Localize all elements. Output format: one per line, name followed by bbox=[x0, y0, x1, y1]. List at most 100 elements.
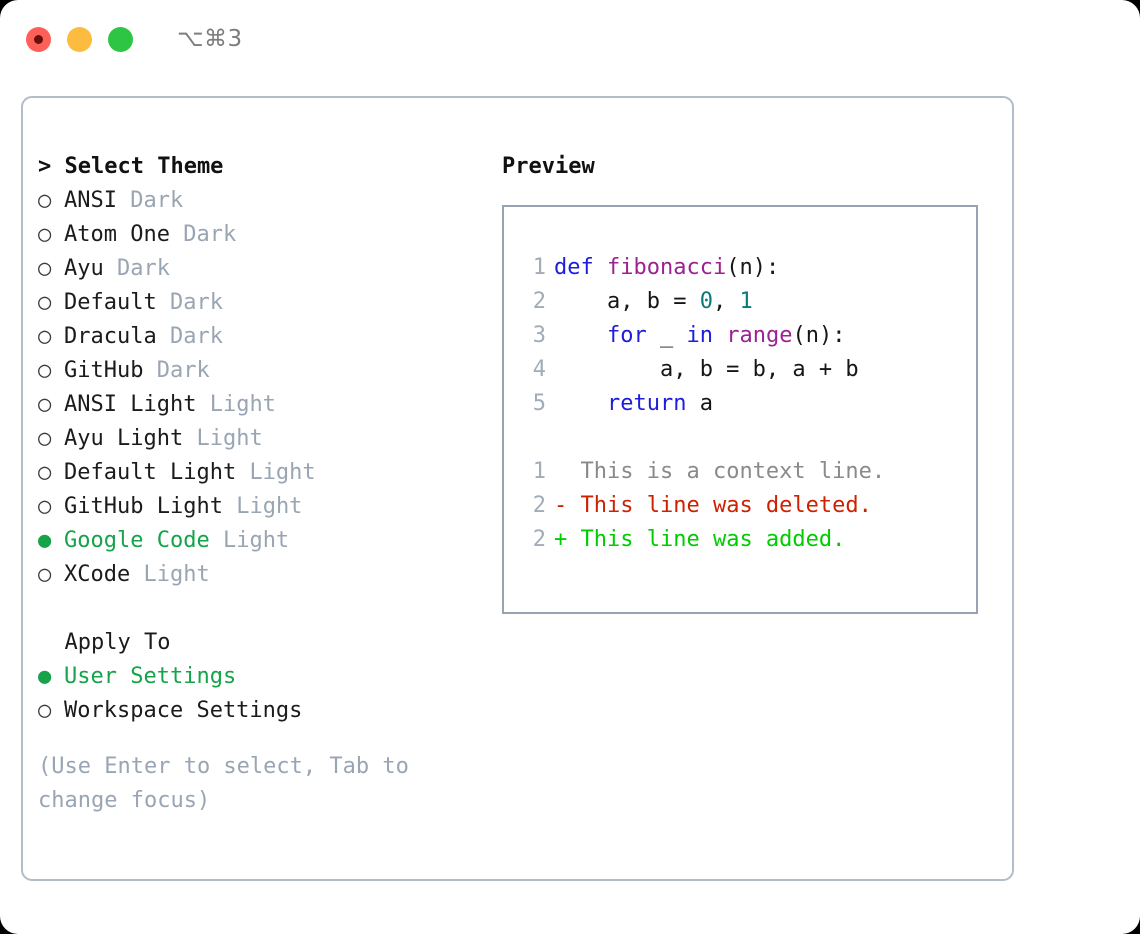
radio-unselected-icon[interactable]: ○ bbox=[38, 460, 52, 485]
apply-to-label: User Settings bbox=[64, 664, 237, 689]
code-line: 3 for _ in range(n): bbox=[518, 319, 976, 353]
theme-name-label: Ayu bbox=[64, 256, 104, 281]
line-number: 2 bbox=[532, 493, 546, 518]
diff-text: This line was deleted. bbox=[580, 493, 872, 518]
theme-variant-label: Light bbox=[209, 392, 276, 417]
code-token: fibonacci bbox=[606, 255, 727, 280]
theme-list-item[interactable]: ○ Ayu Dark bbox=[38, 252, 498, 286]
apply-to-label: Workspace Settings bbox=[64, 698, 303, 723]
line-number: 5 bbox=[532, 391, 546, 416]
radio-unselected-icon[interactable]: ○ bbox=[38, 426, 52, 451]
theme-list-item[interactable]: ○ ANSI Dark bbox=[38, 184, 498, 218]
theme-name-label: ANSI bbox=[64, 188, 117, 213]
keyboard-shortcut-label: ⌥⌘3 bbox=[177, 26, 243, 52]
theme-list-item[interactable]: ○ XCode Light bbox=[38, 558, 498, 592]
radio-unselected-icon[interactable]: ○ bbox=[38, 392, 52, 417]
theme-name-label: ANSI Light bbox=[64, 392, 197, 417]
apply-to-item[interactable]: ● User Settings bbox=[38, 660, 498, 694]
theme-name-label: Dracula bbox=[64, 324, 157, 349]
theme-variant-label: Light bbox=[249, 460, 316, 485]
code-token: , bbox=[712, 289, 740, 314]
apply-to-header: Apply To bbox=[38, 630, 171, 655]
theme-list-item[interactable]: ○ GitHub Light Light bbox=[38, 490, 498, 524]
code-token bbox=[554, 323, 607, 348]
theme-variant-label: Dark bbox=[169, 324, 223, 349]
radio-unselected-icon[interactable]: ○ bbox=[38, 188, 52, 213]
radio-unselected-icon[interactable]: ○ bbox=[38, 698, 52, 723]
theme-list-item[interactable]: ● Google Code Light bbox=[38, 524, 498, 558]
radio-unselected-icon[interactable]: ○ bbox=[38, 358, 52, 383]
line-number: 2 bbox=[532, 289, 546, 314]
radio-unselected-icon[interactable]: ○ bbox=[38, 222, 52, 247]
theme-name-label: XCode bbox=[64, 562, 131, 587]
theme-name-label: Default bbox=[64, 290, 157, 315]
theme-name-label: Ayu Light bbox=[64, 426, 184, 451]
line-number: 4 bbox=[532, 357, 546, 382]
theme-list-item[interactable]: ○Ayu Light Light bbox=[38, 422, 498, 456]
theme-name-label: Atom One bbox=[64, 222, 170, 247]
theme-selector-panel: > Select Theme ○ANSI Dark○Atom One Dark○… bbox=[21, 96, 1014, 881]
code-token: a, b = b, a + b bbox=[554, 357, 859, 382]
theme-variant-label: Dark bbox=[130, 188, 184, 213]
code-token: for bbox=[606, 323, 647, 348]
theme-variant-label: Dark bbox=[156, 358, 210, 383]
code-token: 0 bbox=[699, 289, 713, 314]
code-sample: 1 def fibonacci(n): 2 a, b = 0, 1 3 for _ i… bbox=[518, 251, 976, 421]
code-token: a, b = bbox=[554, 289, 700, 314]
theme-variant-label: Light bbox=[143, 562, 210, 587]
theme-variant-label: Light bbox=[236, 494, 303, 519]
diff-text: This is a context line. bbox=[580, 459, 886, 484]
theme-list-item[interactable]: ○ Default Dark bbox=[38, 286, 498, 320]
line-number: 1 bbox=[532, 255, 546, 280]
apply-to-item[interactable]: ○ Workspace Settings bbox=[38, 694, 498, 728]
theme-name-label: Default Light bbox=[64, 460, 237, 485]
maximize-button-icon[interactable] bbox=[108, 26, 133, 52]
theme-list[interactable]: ○ ANSI Dark ○ Atom One Dark ○ Ayu Dark ○ Defaul… bbox=[38, 184, 498, 592]
theme-list-item[interactable]: ○ Dracula Dark bbox=[38, 320, 498, 354]
radio-unselected-icon[interactable]: ○ bbox=[38, 256, 52, 281]
code-token: def bbox=[554, 255, 607, 280]
theme-variant-label: Dark bbox=[169, 290, 223, 315]
line-number: 1 bbox=[532, 459, 546, 484]
radio-unselected-icon[interactable]: ○ bbox=[38, 324, 52, 349]
radio-selected-icon[interactable]: ● bbox=[38, 664, 52, 689]
radio-unselected-icon[interactable]: ○ bbox=[38, 494, 52, 519]
theme-name-label: GitHub bbox=[64, 358, 144, 383]
theme-list-item[interactable]: ○ GitHub Dark bbox=[38, 354, 498, 388]
theme-list-item[interactable]: ○Atom One Dark bbox=[38, 218, 498, 252]
radio-unselected-icon[interactable]: ○ bbox=[38, 290, 52, 315]
code-token: a bbox=[686, 391, 713, 416]
theme-list-item[interactable]: ○ Default Light Light bbox=[38, 456, 498, 490]
select-theme-header: > Select Theme bbox=[38, 154, 224, 179]
code-token bbox=[713, 323, 726, 348]
theme-list-item[interactable]: ○ ANSI Light Light bbox=[38, 388, 498, 422]
code-token: _ bbox=[646, 323, 687, 348]
theme-name-label: Google Code bbox=[64, 528, 210, 553]
theme-variant-label: Light bbox=[222, 528, 290, 553]
code-token: return bbox=[606, 391, 687, 416]
window-titlebar: ⌥⌘3 bbox=[0, 0, 1140, 78]
diff-line: 2+ This line was added. bbox=[518, 523, 976, 557]
theme-name-label: GitHub Light bbox=[64, 494, 223, 519]
close-button-icon[interactable] bbox=[26, 26, 51, 52]
radio-selected-icon[interactable]: ● bbox=[38, 528, 52, 553]
section-spacer bbox=[38, 592, 498, 626]
code-line: 1 def fibonacci(n): bbox=[518, 251, 976, 285]
window-controls bbox=[26, 26, 133, 52]
minimize-button-icon[interactable] bbox=[67, 26, 92, 52]
code-token: (n): bbox=[726, 255, 780, 280]
theme-variant-label: Dark bbox=[117, 256, 170, 281]
code-line: 4 a, b = b, a + b bbox=[518, 353, 976, 387]
code-token: in bbox=[686, 323, 713, 348]
apply-to-list[interactable]: ● User Settings ○ Workspace Settings bbox=[38, 660, 498, 728]
code-diff-spacer bbox=[518, 421, 976, 455]
line-number: 2 bbox=[532, 527, 546, 552]
radio-unselected-icon[interactable]: ○ bbox=[38, 562, 52, 587]
code-token: 1 bbox=[739, 289, 753, 314]
code-token bbox=[554, 391, 607, 416]
code-preview-box: 1 def fibonacci(n): 2 a, b = 0, 1 3 for _ i… bbox=[502, 205, 978, 614]
diff-marker: - bbox=[554, 493, 581, 518]
code-token: range bbox=[726, 323, 793, 348]
diff-text: This line was added. bbox=[580, 527, 846, 552]
